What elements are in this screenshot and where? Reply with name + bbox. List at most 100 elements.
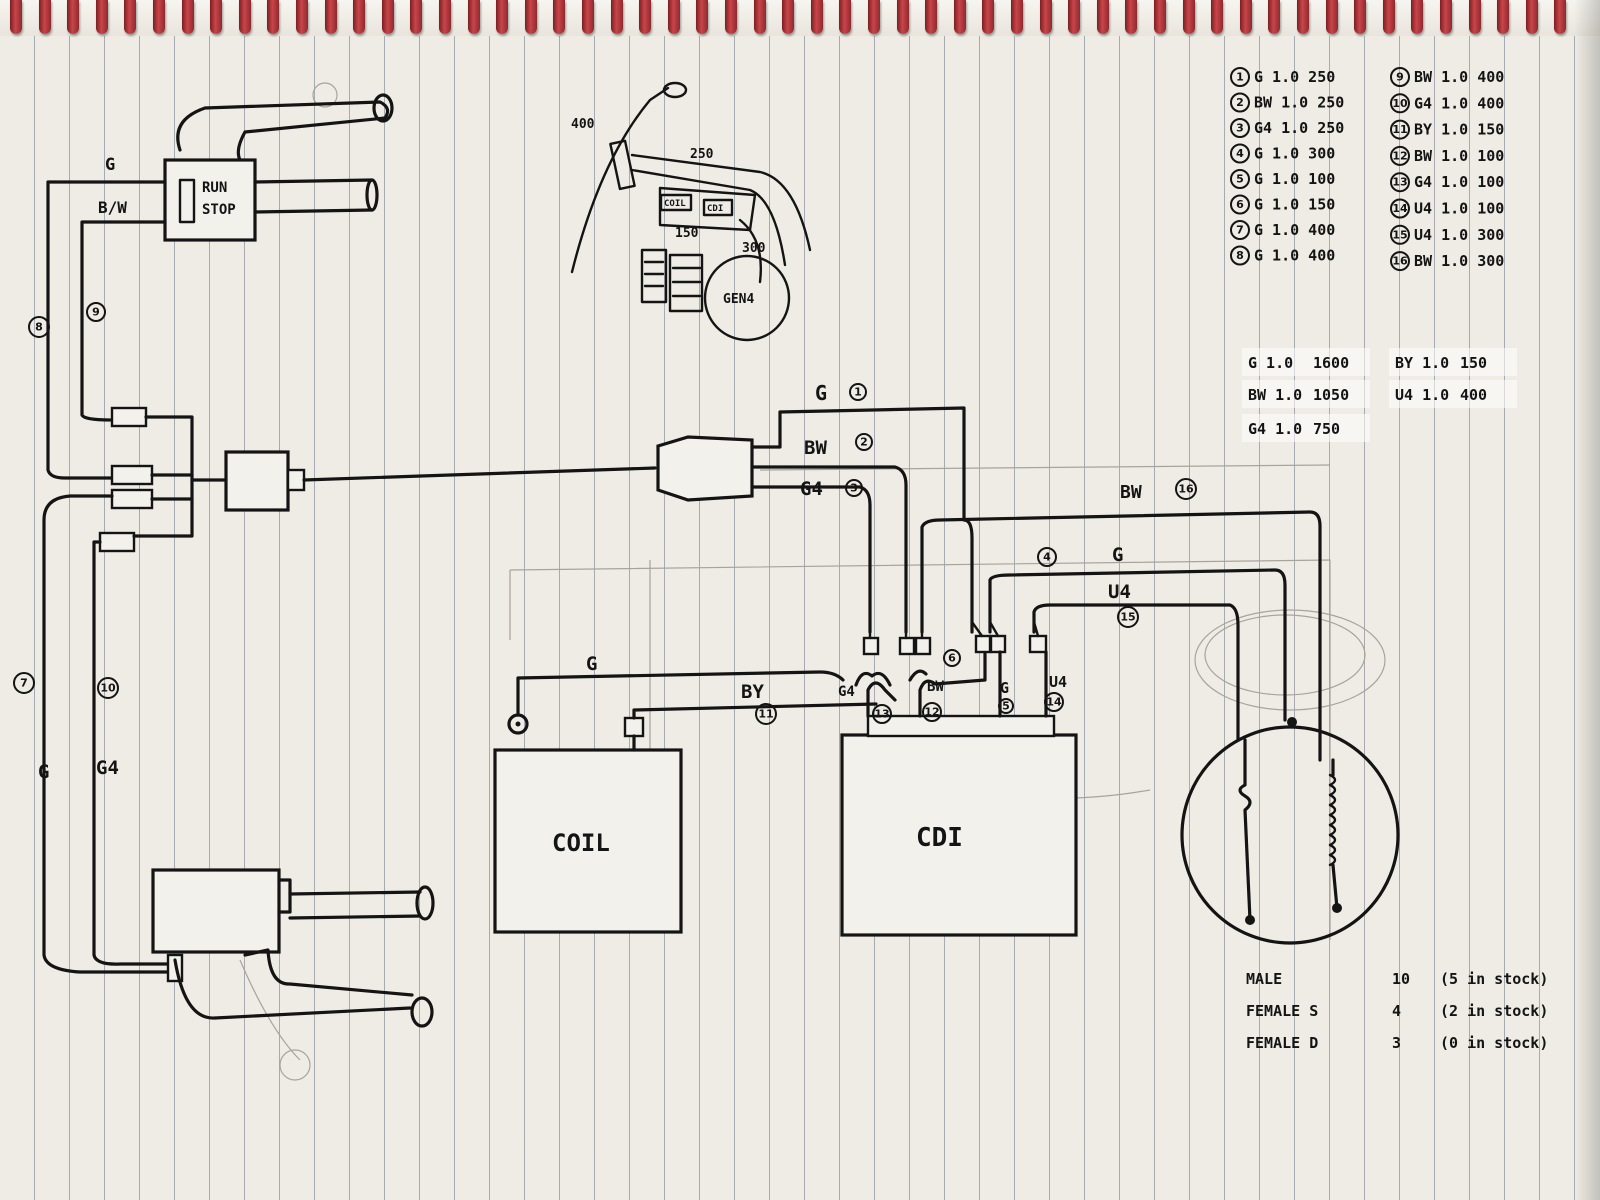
svg-text:13: 13 [874,708,889,721]
binding-ring [582,0,594,34]
connector-stock: (5 in stock) [1440,970,1548,988]
binding-ring [782,0,795,34]
main-wire-labels: G BW G4 BW G U4 G BY G4 BW G U4 [586,381,1142,703]
binding-ring [953,0,966,34]
binding-ring [38,0,51,34]
label-g-5: G [1000,679,1009,697]
svg-text:6: 6 [948,652,956,665]
page-edge [1574,0,1600,1200]
wire-list-item: 13 G4 1.0 100 [1390,172,1504,193]
wire-list-text: G 1.0 150 [1254,196,1335,214]
svg-text:11: 11 [758,708,773,721]
wire-label-g-top: G [105,155,115,175]
wire-number-6: 6 [943,649,961,667]
connector-stock: (0 in stock) [1440,1034,1548,1052]
cdi-terminals [862,620,1048,656]
binding-ring [1497,0,1510,34]
binding-ring [467,0,480,34]
binding-ring [1297,0,1309,34]
inset-length-150: 150 [675,226,699,241]
svg-text:1: 1 [854,386,862,399]
wire-list-number: 13 [1392,176,1407,189]
ignition-coil: COIL [493,670,878,934]
total-wire: BY 1.0 [1395,354,1449,372]
binding-ring [639,0,652,34]
binding-ring [1211,0,1224,34]
pencil-sketch [239,82,1386,1081]
spiral-binding [0,0,1600,36]
wire-number-1: 1 [849,383,867,401]
wire-list-text: G4 1.0 100 [1414,173,1504,191]
wire-list-number: 12 [1392,149,1407,162]
wire-number-13: 13 [872,704,892,724]
handlebar-wires: G B/W [46,155,167,480]
binding-ring [1354,0,1367,34]
binding-ring [381,0,394,34]
binding-ring [210,0,223,34]
label-bw16: BW [1120,482,1142,503]
total-length: 1600 [1313,354,1349,372]
binding-ring [124,0,137,34]
wire-list-number: 6 [1236,198,1244,211]
binding-ring [353,0,366,34]
total-length: 1050 [1313,386,1349,404]
label-u4: U4 [1108,581,1131,603]
wire-list-number: 4 [1236,147,1244,160]
inset-gen-label: GEN4 [723,292,754,307]
binding-ring [725,0,737,34]
wire-list-item: 8 G 1.0 400 [1230,245,1335,266]
svg-text:5: 5 [1002,700,1010,713]
binding-ring [753,0,766,34]
wire-list-text: BW 1.0 250 [1254,94,1344,112]
binding-ring [1382,0,1395,34]
binding-ring [982,0,995,34]
inset-cdi-label: CDI [707,204,723,214]
binding-ring [610,0,623,34]
label-top-g: G [815,381,827,405]
connector-type: FEMALE D [1246,1034,1318,1052]
binding-ring [1554,0,1567,34]
binding-ring [868,0,880,34]
wire-number-16: 16 [1175,478,1197,500]
binding-ring [410,0,423,34]
wire-number-3: 3 [845,479,863,497]
svg-text:16: 16 [1178,483,1194,496]
wire-label-g4-left: G4 [96,757,119,779]
binding-ring [667,0,680,34]
total-wire: G4 1.0 [1248,420,1302,438]
label-top-bw: BW [804,437,827,459]
binding-ring [1068,0,1081,34]
binding-ring [267,0,280,34]
svg-text:2: 2 [860,436,868,449]
wire-list-item: 6 G 1.0 150 [1230,194,1335,215]
binding-ring [1182,0,1195,34]
binding-ring [439,0,451,34]
binding-ring [1440,0,1452,34]
wire-number-2: 2 [855,433,873,451]
binding-ring [1325,0,1338,34]
cdi-label: CDI [916,823,963,853]
wire-list-number: 8 [1236,249,1244,262]
wire-list-number: 9 [1396,71,1404,84]
binding-ring [153,0,165,34]
binding-ring [1411,0,1424,34]
label-u4-14: U4 [1049,673,1067,691]
connector-qty: 4 [1392,1002,1401,1020]
main-harness-connector [656,406,974,634]
wire-list-text: G 1.0 400 [1254,247,1335,265]
binding-ring [1011,0,1023,34]
